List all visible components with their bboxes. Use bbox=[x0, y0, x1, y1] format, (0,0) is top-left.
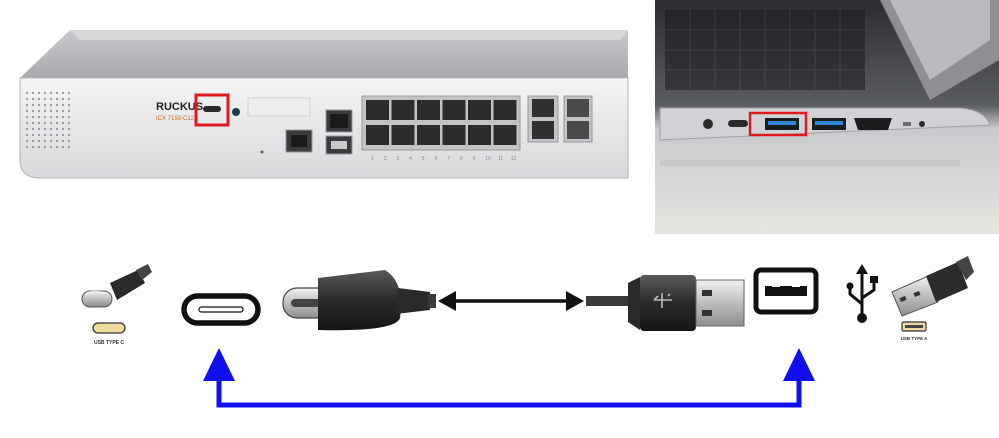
laptop-usb-c-port bbox=[728, 120, 748, 127]
switch-model-label: ICX 7150-C12P bbox=[156, 116, 198, 122]
laptop-side-photo bbox=[655, 0, 999, 234]
switch-led bbox=[260, 150, 264, 154]
switch-rj45-port bbox=[493, 125, 517, 145]
switch-port-number: 7 bbox=[447, 156, 450, 162]
switch-rj45-port bbox=[442, 100, 466, 120]
switch-rj45-port bbox=[417, 125, 440, 145]
switch-port-number: 3 bbox=[396, 156, 399, 162]
switch-rj45-port bbox=[468, 125, 491, 145]
usb-trident-icon bbox=[846, 264, 878, 323]
usb-a-cable-plug bbox=[586, 275, 745, 331]
usb-c-caption: USB TYPE C bbox=[94, 340, 124, 346]
usb-a-plug-icon bbox=[891, 256, 974, 317]
switch-port-number: 6 bbox=[435, 156, 438, 162]
switch-rj45-port bbox=[417, 100, 440, 120]
laptop-keyboard bbox=[665, 10, 865, 90]
switch-rj45-port bbox=[442, 125, 466, 145]
usb-c-cable-plug bbox=[282, 270, 436, 331]
switch-status-strip bbox=[247, 97, 311, 117]
arrowhead-up-right bbox=[783, 348, 815, 381]
switch-vent-grille bbox=[22, 90, 74, 150]
switch-port-number: 10 bbox=[485, 156, 491, 162]
usb-c-plug-icon bbox=[81, 264, 152, 308]
switch-rj45-port bbox=[391, 100, 415, 120]
switch-brand-label: RUCKUS bbox=[156, 101, 203, 113]
switch-rj45-port-block bbox=[361, 95, 521, 151]
laptop-audio-jack bbox=[703, 119, 713, 129]
switch-port-number: 9 bbox=[473, 156, 476, 162]
switch-port-number: 1 bbox=[371, 156, 374, 162]
arrowhead-up-left bbox=[203, 348, 235, 381]
usb-a-port-outline-icon bbox=[753, 267, 819, 315]
laptop-led bbox=[903, 122, 911, 126]
switch-rj45-port bbox=[366, 100, 389, 120]
switch-top-surface bbox=[20, 30, 628, 78]
switch-port-number: 5 bbox=[422, 156, 425, 162]
switch-usb-c-port bbox=[203, 106, 221, 112]
usb-c-port-small-icon bbox=[92, 322, 126, 334]
switch-usb-c-highlight-box bbox=[194, 93, 230, 127]
usb-a-caption: USB TYPE A bbox=[901, 336, 929, 341]
blue-connection-arrow bbox=[203, 348, 815, 408]
laptop-dc-jack bbox=[919, 121, 925, 127]
switch-rj45-port bbox=[468, 100, 491, 120]
switch-rj45-port bbox=[366, 125, 389, 145]
laptop-usb-a-highlight-box bbox=[748, 111, 808, 137]
double-headed-arrow-icon bbox=[438, 291, 584, 311]
switch-rj45-port bbox=[493, 100, 517, 120]
switch-port-number: 11 bbox=[498, 156, 503, 162]
laptop-hdmi-port bbox=[854, 118, 892, 130]
switch-port-number: 4 bbox=[409, 156, 412, 162]
switch-port-number: 12 bbox=[511, 156, 517, 162]
switch-reset-button bbox=[232, 108, 240, 116]
switch-port-number: 8 bbox=[460, 156, 463, 162]
switch-port-number: 2 bbox=[384, 156, 387, 162]
switch-rj45-port bbox=[391, 125, 415, 145]
